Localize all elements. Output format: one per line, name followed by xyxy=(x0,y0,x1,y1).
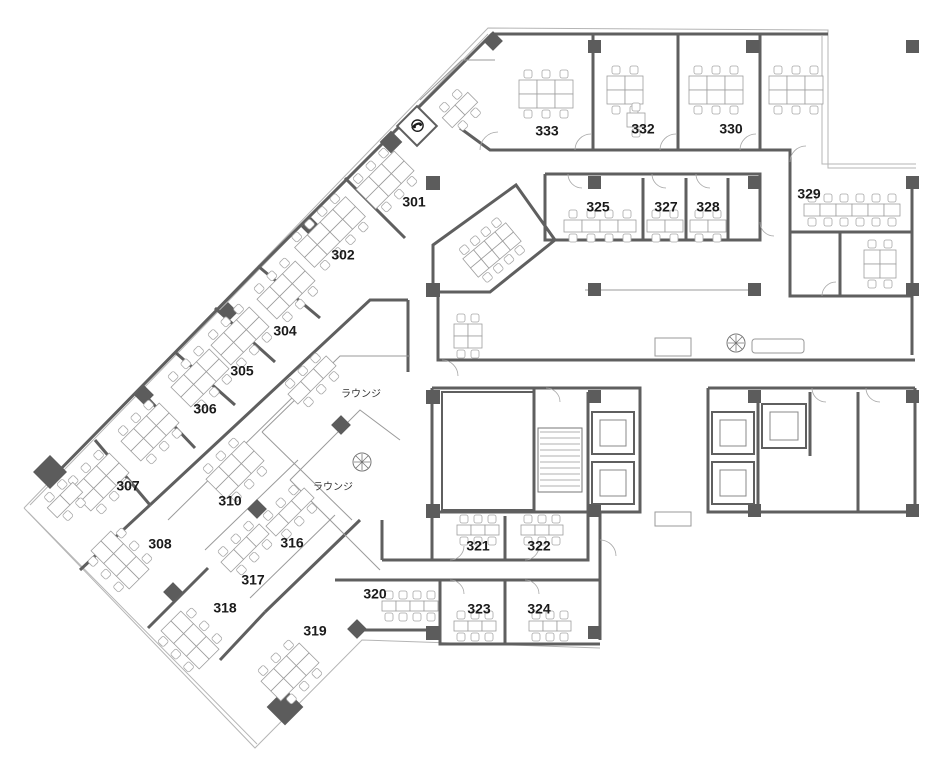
elevator-icon xyxy=(591,403,807,505)
desk-cluster xyxy=(67,449,133,515)
desk-cluster xyxy=(284,352,340,408)
room-label-321: 321 xyxy=(466,538,490,554)
desk-cluster xyxy=(768,65,824,115)
room-label-304: 304 xyxy=(273,323,297,339)
phone-icon: ✆ xyxy=(395,104,439,148)
desk-cluster xyxy=(688,65,744,115)
desk-cluster xyxy=(626,102,646,138)
desk-cluster xyxy=(253,257,319,323)
room-label-320: 320 xyxy=(363,586,387,602)
desk-cluster xyxy=(563,209,637,243)
desk-cluster xyxy=(689,209,727,243)
room-label-316: 316 xyxy=(280,535,304,551)
room-label-307: 307 xyxy=(116,478,140,494)
desk-cluster xyxy=(202,437,268,503)
desk-cluster xyxy=(863,239,897,289)
room-label-323: 323 xyxy=(467,601,491,617)
desk-cluster xyxy=(117,399,183,465)
desk-cluster xyxy=(803,193,901,227)
lounge-upper-label: ラウンジ xyxy=(341,388,381,400)
room-label-325: 325 xyxy=(586,199,610,215)
room-label-308: 308 xyxy=(148,536,172,552)
room-label-333: 333 xyxy=(535,123,559,139)
room-label-301: 301 xyxy=(402,194,426,210)
desk-cluster xyxy=(453,313,483,359)
desk-cluster xyxy=(207,303,273,369)
desk-cluster xyxy=(167,345,233,411)
desk-cluster xyxy=(459,217,525,283)
desk-cluster xyxy=(262,484,318,540)
room-label-330: 330 xyxy=(719,121,743,137)
room-label-302: 302 xyxy=(331,247,355,263)
room-label-332: 332 xyxy=(631,121,655,137)
room-label-310: 310 xyxy=(218,493,242,509)
sofa xyxy=(751,338,805,354)
desk-cluster xyxy=(381,590,439,622)
desk-cluster xyxy=(257,639,323,705)
room-label-322: 322 xyxy=(527,538,551,554)
room-label-306: 306 xyxy=(193,401,217,417)
doors xyxy=(441,131,881,595)
stairs-icon xyxy=(537,427,583,493)
lounge-lower-label: ラウンジ xyxy=(313,481,353,493)
desk-cluster xyxy=(518,69,574,119)
desk-cluster xyxy=(528,610,572,642)
room-label-318: 318 xyxy=(213,600,237,616)
room-label-324: 324 xyxy=(527,601,551,617)
desk-cluster xyxy=(217,520,273,576)
desk-cluster xyxy=(44,479,86,521)
furniture-layer xyxy=(44,65,901,705)
room-label-319: 319 xyxy=(303,623,327,639)
desk-cluster xyxy=(646,209,684,243)
desk-cluster xyxy=(456,514,500,546)
room-label-327: 327 xyxy=(654,199,678,215)
room-label-317: 317 xyxy=(241,572,265,588)
desk-cluster xyxy=(606,65,644,115)
desk-cluster xyxy=(352,147,418,213)
desk-cluster xyxy=(87,527,153,593)
desk-cluster xyxy=(157,607,223,673)
desk-cluster xyxy=(520,514,564,546)
room-label-305: 305 xyxy=(230,363,254,379)
plant-icon xyxy=(352,333,746,472)
room-label-329: 329 xyxy=(797,186,821,202)
room-label-328: 328 xyxy=(696,199,720,215)
desk-cluster xyxy=(439,89,481,131)
desk-cluster xyxy=(291,193,369,271)
desk-cluster xyxy=(453,610,497,642)
